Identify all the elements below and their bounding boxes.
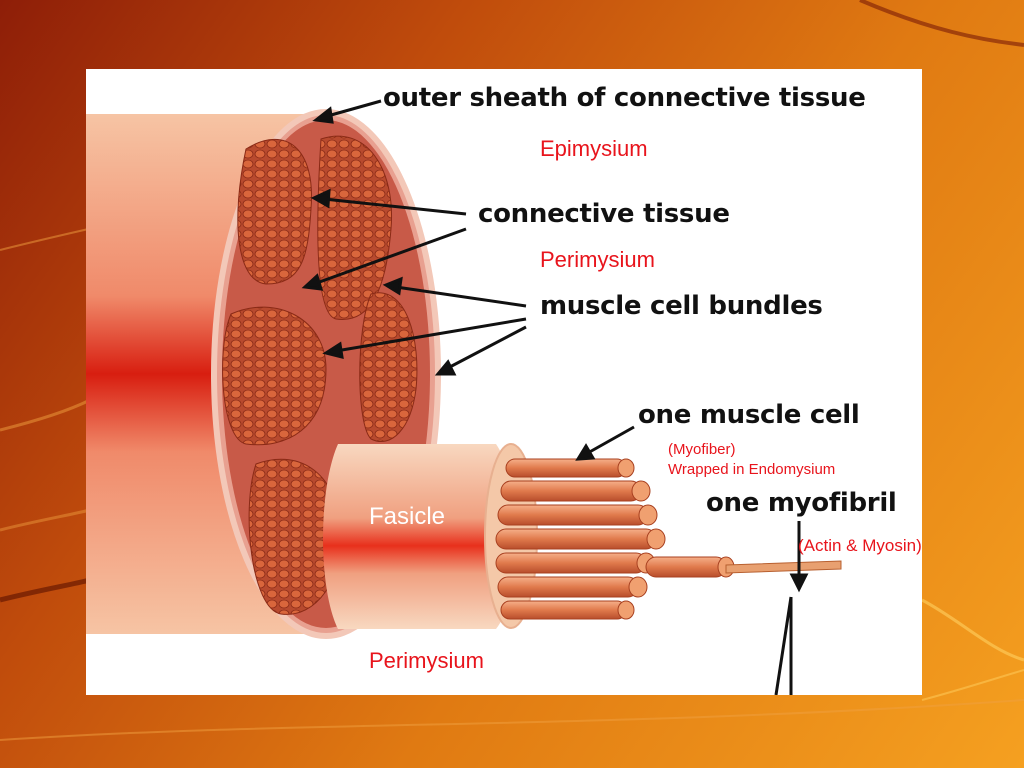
label-perimysium-bottom: Perimysium [369,648,484,673]
label-myofiber: (Myofiber) [668,441,736,458]
fascicle-bundle [248,458,342,615]
label-outer-sheath: outer sheath of connective tissue [383,83,866,113]
label-epimysium: Epimysium [540,136,648,161]
fascicle-bundle [222,306,327,446]
label-perimysium-top: Perimysium [540,247,655,272]
pointer-arrows [301,99,809,695]
fascicle-bundle [359,292,418,442]
diagram-panel: outer sheath of connective tissue Epimys… [86,69,922,695]
muscle-illustration [86,99,842,695]
muscle-fibers [495,458,735,620]
label-connective-tissue: connective tissue [478,199,730,229]
label-muscle-cell-bundles: muscle cell bundles [540,291,823,321]
label-wrapped-endomysium: Wrapped in Endomysium [668,461,836,478]
label-one-myofibril: one myofibril [706,488,897,518]
myofibril [725,560,842,574]
fascicle-bundle [237,138,313,285]
label-one-muscle-cell: one muscle cell [638,400,860,430]
label-fasicle: Fasicle [369,503,446,530]
fascicle-cylinder [323,444,519,629]
label-actin-myosin: (Actin & Myosin) [798,536,922,555]
